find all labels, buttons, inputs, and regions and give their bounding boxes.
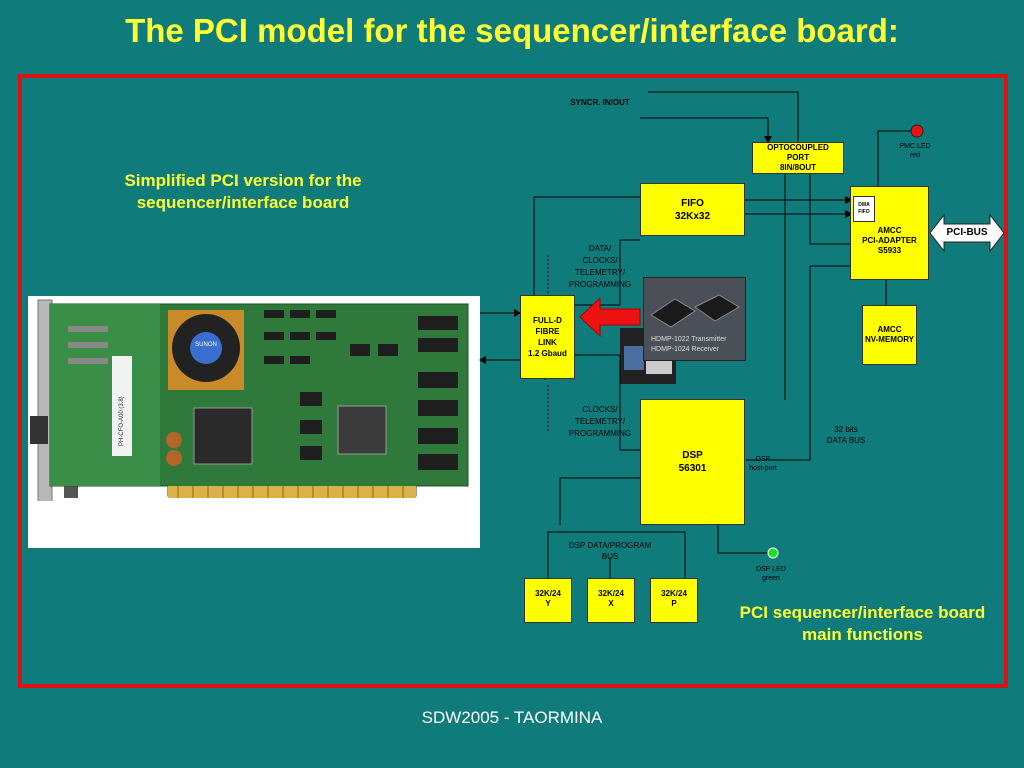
red-arrow-icon xyxy=(579,296,641,338)
main-functions-note: PCI sequencer/interface board main funct… xyxy=(739,603,986,644)
pci-bus-label: PCI-BUS xyxy=(946,227,988,238)
page-title: The PCI model for the sequencer/interfac… xyxy=(125,12,899,49)
footer-text: SDW2005 - TAORMINA xyxy=(421,708,603,727)
board-label-text: PH-CFO-A00 (3.8) xyxy=(119,396,125,446)
dsp-led-icon xyxy=(767,547,779,559)
pmc-led-icon xyxy=(910,124,924,138)
data-clocks-label: DATA/ CLOCKS/ TELEMETRY/ PROGRAMMING xyxy=(568,244,632,289)
diagram-frame xyxy=(18,74,1008,688)
clocks-telemetry-label: CLOCKS/ TELEMETRY/ PROGRAMMING xyxy=(568,405,632,438)
hdmp-chip-photo: HDMP-1022 Transmitter HDMP-1024 Receiver xyxy=(643,277,746,361)
dsp-program-bus-label: DSP DATA/PROGRAM BUS xyxy=(568,541,652,561)
dsp-host-port-label: DSP host-port xyxy=(749,456,777,472)
syncr-label: SYNCR. IN/OUT xyxy=(570,98,630,107)
dsp-led-label: DSP LED green xyxy=(756,566,786,582)
simplified-note: Simplified PCI version for the sequencer… xyxy=(124,171,362,212)
memory-x-block: 32K/24 X xyxy=(587,578,635,623)
pci-bus-arrow-icon xyxy=(929,213,1005,253)
fibre-link-block: FULL-D FIBRE LINK 1.2 Gbaud xyxy=(520,295,575,379)
pci-board-photo: SUNON PH-CFO-A00 (3.8) xyxy=(28,296,480,548)
nv-memory-block: AMCC NV-MEMORY xyxy=(862,305,917,365)
fan-text: SUNON xyxy=(195,342,217,348)
dsp-block: DSP 56301 xyxy=(640,399,745,525)
pmc-led-label: PMC LED red xyxy=(899,143,931,159)
memory-p-block: 32K/24 P xyxy=(650,578,698,623)
amcc-adapter-label: AMCC PCI-ADAPTER S5933 xyxy=(862,226,917,255)
data-bus-label: 32 bits DATA BUS xyxy=(826,425,866,445)
memory-y-block: 32K/24 Y xyxy=(524,578,572,623)
optocoupled-port-block: OPTOCOUPLED PORT 8IN/8OUT xyxy=(752,142,844,174)
fifo-block: FIFO 32Kx32 xyxy=(640,183,745,236)
chip-caption-1: HDMP-1022 Transmitter xyxy=(651,336,727,343)
dma-fifo-block: DMA FIFO xyxy=(853,196,875,222)
chip-caption-2: HDMP-1024 Receiver xyxy=(651,346,720,353)
